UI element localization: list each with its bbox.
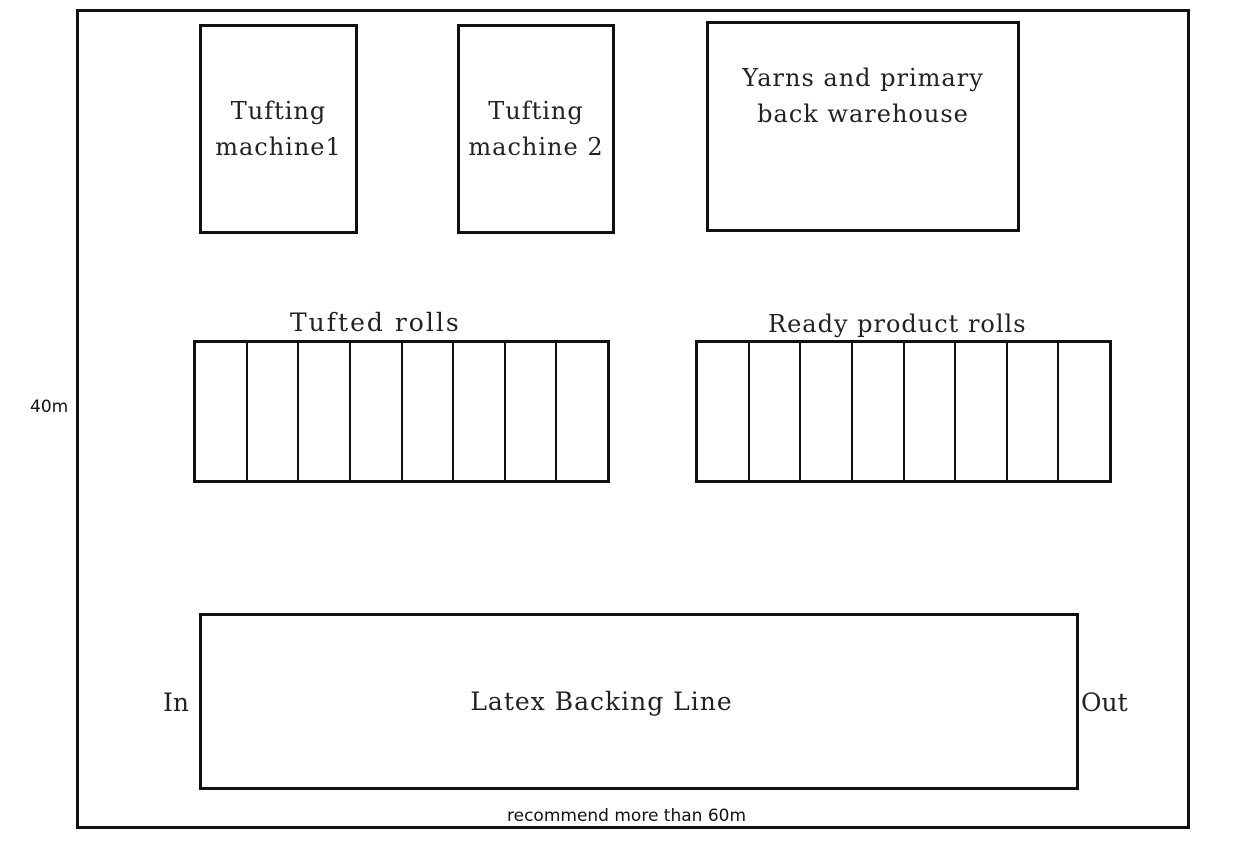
tufted-roll-slot	[248, 343, 300, 480]
ready-roll-slot	[698, 343, 750, 480]
ready-roll-slot	[801, 343, 853, 480]
line-out-label: Out	[1081, 688, 1128, 717]
ready-roll-slot	[853, 343, 905, 480]
tufted-rolls-label: Tufted rolls	[290, 308, 461, 337]
ready-roll-slot	[1008, 343, 1060, 480]
tufted-roll-slot	[454, 343, 506, 480]
tufting-machine-2: Tufting machine 2	[457, 24, 615, 234]
latex-backing-line: Latex Backing Line	[199, 613, 1079, 790]
yarn-warehouse-label: Yarns and primary back warehouse	[742, 64, 984, 128]
tufting-machine-1-label: Tufting machine1	[215, 97, 342, 161]
tufted-rolls-rack	[193, 340, 610, 483]
ready-rolls-label: Ready product rolls	[768, 310, 1027, 338]
tufted-roll-slot	[351, 343, 403, 480]
ready-rolls-rack	[695, 340, 1112, 483]
line-in-label: In	[163, 688, 189, 717]
yarn-warehouse: Yarns and primary back warehouse	[706, 21, 1020, 232]
ready-roll-slot	[905, 343, 957, 480]
ready-roll-slot	[750, 343, 802, 480]
tufting-machine-1: Tufting machine1	[199, 24, 358, 234]
tufted-roll-slot	[403, 343, 455, 480]
tufted-roll-slot	[299, 343, 351, 480]
tufting-machine-2-label: Tufting machine 2	[468, 97, 604, 161]
factory-floor	[76, 9, 1190, 829]
tufted-roll-slot	[196, 343, 248, 480]
ready-roll-slot	[956, 343, 1008, 480]
tufted-roll-slot	[557, 343, 607, 480]
height-dimension-label: 40m	[30, 397, 69, 417]
width-dimension-label: recommend more than 60m	[507, 806, 747, 826]
tufted-roll-slot	[506, 343, 558, 480]
ready-roll-slot	[1059, 343, 1109, 480]
latex-backing-line-label: Latex Backing Line	[470, 687, 733, 716]
